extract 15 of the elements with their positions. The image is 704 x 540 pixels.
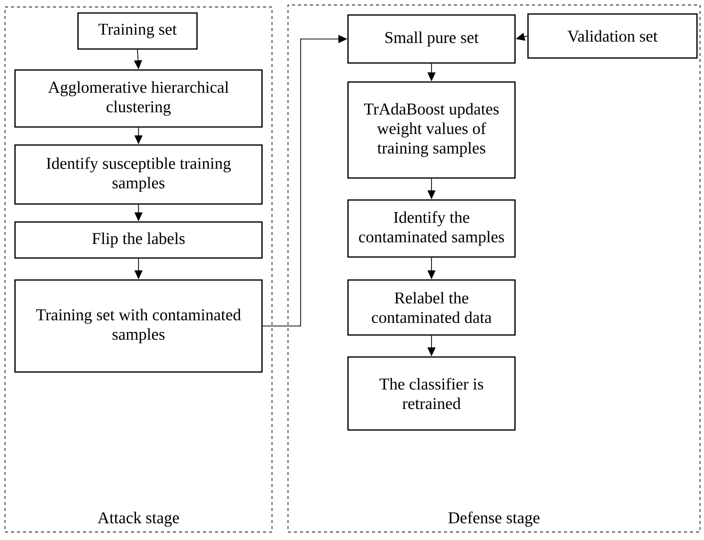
process-box: Identify susceptible training samples xyxy=(14,144,263,205)
process-box: Relabel the contaminated data xyxy=(347,279,516,336)
process-box: Training set with contaminated samples xyxy=(14,279,263,373)
process-box: Small pure set xyxy=(347,14,516,64)
stage-box xyxy=(4,6,272,532)
process-box: Flip the labels xyxy=(14,221,263,259)
stage-label: Defense stage xyxy=(448,512,540,527)
process-box: Agglomerative hierarchical clustering xyxy=(14,69,263,128)
process-box: The classifier is retrained xyxy=(347,356,516,431)
stage-box xyxy=(288,4,700,532)
process-box: Identify the contaminated samples xyxy=(347,199,516,258)
stage-label: Attack stage xyxy=(98,512,179,527)
process-box: Validation set xyxy=(527,13,698,59)
process-box: TrAdaBoost updates weight values of training samples xyxy=(347,81,516,179)
process-box: Training set xyxy=(77,12,198,50)
